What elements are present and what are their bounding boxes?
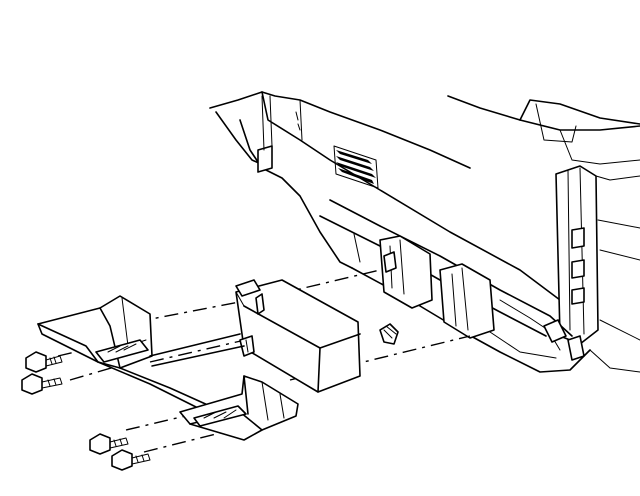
floor-rocker-rail [319, 199, 591, 373]
vent-grille [333, 145, 379, 189]
mounting-bracket-front [37, 295, 153, 369]
bolt [25, 351, 63, 373]
bolt [21, 373, 63, 395]
bracket-cross-rails [97, 333, 245, 415]
bolt [89, 433, 129, 455]
vehicle-body-structure [209, 91, 640, 373]
clip [379, 323, 399, 345]
module-box [235, 279, 361, 393]
bolt [111, 449, 151, 471]
mounting-bracket-rear [179, 375, 299, 441]
